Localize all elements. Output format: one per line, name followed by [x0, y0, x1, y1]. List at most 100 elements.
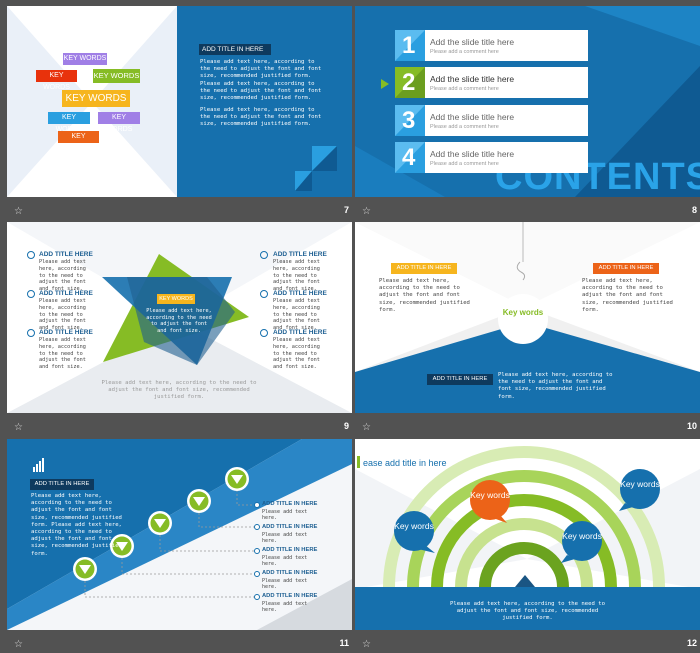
slide-10-background — [355, 222, 700, 413]
slide-thumbnail-10[interactable]: Key words ADD TITLE IN HERE Please add t… — [355, 222, 700, 436]
key-words-label: Key words — [502, 308, 544, 317]
slide-8-canvas: CONTENTS 1 Add the slide title here Plea… — [355, 6, 700, 197]
heading: ADD TITLE HERE — [273, 290, 327, 297]
toc-item[interactable]: 4 Add the slide title here Please add a … — [395, 142, 588, 173]
body-text: Please add text here, according to the n… — [39, 337, 86, 371]
toc-comment: Please add a comment here — [430, 161, 499, 167]
star-icon[interactable]: ☆ — [362, 639, 371, 650]
slide-thumbnail-11[interactable]: ADD TITLE IN HERE Please add text here, … — [7, 439, 352, 653]
toc-comment: Please add a comment here — [430, 49, 499, 55]
slide-thumbnail-9[interactable]: KEY WORDS Please add text here, accordin… — [7, 222, 352, 436]
step-body: Please add text here. — [262, 601, 308, 614]
body-text: Please add text here, according to the n… — [200, 59, 322, 102]
step-body: Please add text here. — [262, 578, 308, 591]
keyword-label: KEY WORDS — [157, 294, 195, 304]
circle-bullet-icon — [260, 251, 268, 259]
slide-10-canvas: Key words ADD TITLE IN HERE Please add t… — [355, 222, 700, 413]
step-title: ADD TITLE IN HERE — [262, 524, 318, 530]
circle-bullet-icon — [27, 290, 35, 298]
body-text: Please add text here, according to the n… — [273, 298, 320, 332]
step-body: Please add text here. — [262, 555, 308, 568]
toc-item[interactable]: 3 Add the slide title here Please add a … — [395, 105, 588, 136]
title-label: ADD TITLE IN HERE — [427, 374, 493, 385]
body-text: Please add text here, according to the n… — [273, 337, 320, 371]
toc-item[interactable]: 1 Add the slide title here Please add a … — [395, 30, 588, 61]
body-text: Please add text here, according to the n… — [39, 259, 86, 293]
toc-comment: Please add a comment here — [430, 124, 499, 130]
slide-11-background — [7, 439, 352, 630]
heading: ADD TITLE HERE — [273, 329, 327, 336]
circle-bullet-icon — [27, 329, 35, 337]
slide-number: 11 — [339, 638, 349, 648]
body-text: Please add text here, according to the n… — [31, 493, 122, 557]
pointer-arrow-icon — [381, 79, 389, 89]
star-icon[interactable]: ☆ — [362, 422, 371, 433]
slide-thumbnail-8[interactable]: CONTENTS 1 Add the slide title here Plea… — [355, 6, 700, 220]
step-title: ADD TITLE IN HERE — [262, 547, 318, 553]
slide-7-background — [7, 6, 352, 197]
slide-9-background — [7, 222, 352, 413]
toc-title: Add the slide title here — [430, 112, 515, 122]
step-body: Please add text here. — [262, 532, 308, 545]
keyword-tag: KEY WORDS — [98, 112, 140, 133]
step-title: ADD TITLE IN HERE — [262, 570, 318, 576]
heading: ADD TITLE HERE — [273, 251, 327, 258]
keyword-tag: KEY WORDS — [62, 90, 130, 107]
toc-number: 3 — [402, 107, 416, 134]
slide-number: 9 — [343, 421, 349, 431]
step-body: Please add text here. — [262, 509, 308, 522]
toc-item[interactable]: 2 Add the slide title here Please add a … — [395, 67, 588, 98]
slide-number: 12 — [686, 638, 697, 648]
slide-7-canvas: KEY WORDS KEY WORDS KEY WORDS KEY WORDS … — [7, 6, 352, 197]
body-text: Please add text here, according to the n… — [498, 372, 613, 400]
title-label: ADD TITLE IN HERE — [391, 263, 457, 274]
bottom-text: Please add text here, according to the n… — [450, 601, 605, 622]
keyword-tag: KEY WORDS — [63, 53, 107, 65]
keyword-tag: KEY WORDS — [58, 131, 99, 152]
body-text: Please add text here, according to the n… — [273, 259, 320, 293]
circle-bullet-icon — [27, 251, 35, 259]
slide-12-canvas: ease add title in here Key words Key wor… — [355, 439, 700, 630]
keyword-tag: KEY WORDS — [48, 112, 90, 133]
key-words-bubble: Key words — [470, 490, 510, 500]
step-title: ADD TITLE IN HERE — [262, 501, 318, 507]
toc-title: Add the slide title here — [430, 149, 515, 159]
key-words-bubble: Key words — [394, 521, 434, 531]
heading: ADD TITLE HERE — [39, 329, 93, 336]
slide-thumbnail-7[interactable]: KEY WORDS KEY WORDS KEY WORDS KEY WORDS … — [7, 6, 352, 220]
slide-thumbnail-12[interactable]: ease add title in here Key words Key wor… — [355, 439, 700, 653]
toc-number: 1 — [402, 32, 416, 59]
star-icon[interactable]: ☆ — [14, 422, 23, 433]
body-text: Please add text here, according to the n… — [582, 278, 673, 313]
star-icon[interactable]: ☆ — [362, 206, 371, 217]
circle-bullet-icon — [260, 329, 268, 337]
circle-bullet-icon — [260, 290, 268, 298]
heading: ADD TITLE HERE — [39, 251, 93, 258]
body-text: Please add text here, according to the n… — [379, 278, 470, 313]
keyword-tag: KEY WORDS — [36, 70, 77, 91]
slide-11-canvas: ADD TITLE IN HERE Please add text here, … — [7, 439, 352, 630]
heading: ADD TITLE HERE — [39, 290, 93, 297]
slide-9-canvas: KEY WORDS Please add text here, accordin… — [7, 222, 352, 413]
toc-comment: Please add a comment here — [430, 86, 499, 92]
body-text: Please add text here, according to the n… — [39, 298, 86, 332]
key-words-bubble: Key words — [620, 479, 660, 489]
toc-title: Add the slide title here — [430, 37, 515, 47]
toc-title: Add the slide title here — [430, 74, 515, 84]
body-text: Please add text here, according to the n… — [200, 107, 322, 128]
star-icon[interactable]: ☆ — [14, 206, 23, 217]
star-icon[interactable]: ☆ — [14, 639, 23, 650]
key-words-bubble: Key words — [562, 531, 602, 541]
bottom-text: Please add text here, according to the n… — [101, 380, 257, 401]
title-label: ADD TITLE IN HERE — [593, 263, 659, 274]
slide-12-background — [355, 439, 700, 630]
keyword-tag: KEY WORDS — [93, 69, 140, 83]
center-body-text: Please add text here, according to the n… — [146, 308, 212, 334]
slide-number: 8 — [691, 205, 697, 215]
slide-title: ease add title in here — [363, 458, 447, 468]
slide-title-label: ADD TITLE IN HERE — [199, 44, 271, 55]
slide-number: 10 — [686, 421, 697, 431]
title-label: ADD TITLE IN HERE — [30, 479, 94, 490]
toc-number: 2 — [402, 69, 416, 96]
toc-number: 4 — [402, 144, 416, 171]
